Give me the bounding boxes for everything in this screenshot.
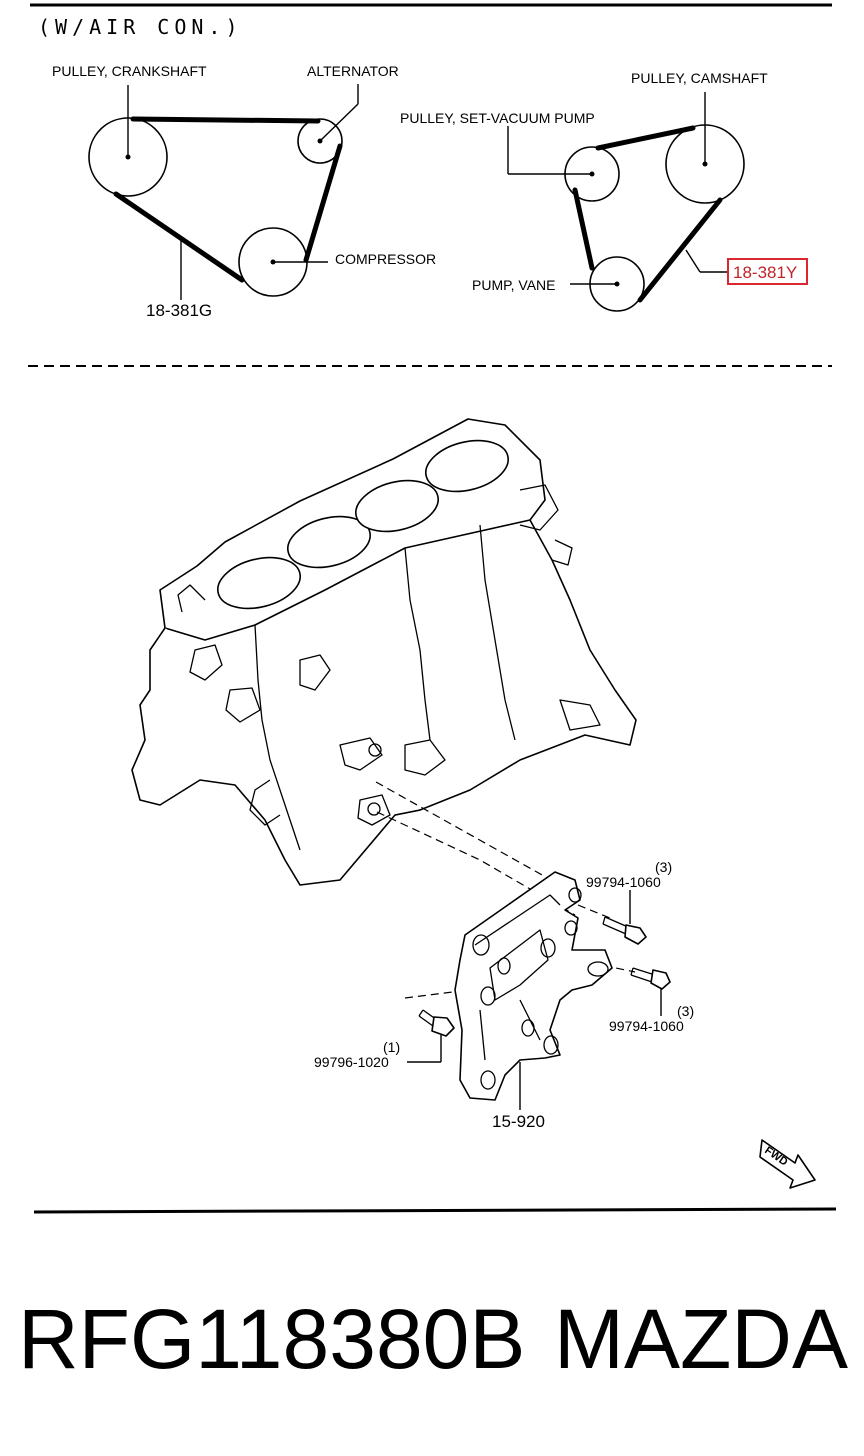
caption-part-number: RFG118380B (18, 1292, 525, 1386)
right-belt-part-number: 18-381Y (733, 263, 797, 282)
bolt-right-part-number: 99794-1060 (609, 1018, 684, 1034)
bolt-top-part-number: 99794-1060 (586, 874, 661, 890)
header-title: (W/AIR CON.) (38, 15, 243, 39)
belt-segment (637, 197, 723, 303)
bolt-left-part-number: 99796-1020 (314, 1054, 389, 1070)
belt-layout-right: PULLEY, CAMSHAFT PULLEY, SET-VACUUM PUMP… (400, 70, 808, 312)
highlight-box (727, 258, 808, 285)
bolt-top-qty: (3) (655, 859, 672, 875)
cylinder-bore (425, 439, 509, 493)
belt-segment (113, 191, 245, 283)
belt-segment (595, 125, 696, 151)
cylinder-bore (355, 479, 439, 533)
belt-layout-left: PULLEY, CRANKSHAFT ALTERNATOR COMPRESSOR… (52, 63, 436, 320)
engine-block (131, 418, 637, 886)
bolt-left-qty: (1) (383, 1039, 400, 1055)
camshaft-label: PULLEY, CAMSHAFT (631, 70, 768, 86)
vane-pump-label: PUMP, VANE (472, 277, 556, 293)
crankshaft-label: PULLEY, CRANKSHAFT (52, 63, 207, 79)
bolt-right-qty: (3) (677, 1003, 694, 1019)
alternator-label: ALTERNATOR (307, 63, 399, 79)
bolt-right (630, 967, 671, 990)
left-belt-part-number: 18-381G (146, 301, 212, 320)
assembly-line (577, 904, 611, 919)
bracket-part-number: 15-920 (492, 1112, 545, 1131)
bracket-assembly (454, 871, 613, 1101)
fwd-arrow-icon: FWD (759, 1139, 816, 1189)
compressor-label: COMPRESSOR (335, 251, 436, 267)
bolt-left (418, 1009, 455, 1037)
belt-segment (572, 187, 595, 271)
bottom-border (33, 1207, 837, 1214)
assembly-line (375, 781, 561, 886)
cylinder-bore (287, 515, 371, 569)
caption-brand: MAZDA (554, 1292, 848, 1386)
belt-segment (130, 116, 321, 124)
bolt-top (602, 916, 647, 945)
cylinder-bore (217, 556, 301, 610)
belt-segment (303, 143, 343, 263)
vacuum-pump-label: PULLEY, SET-VACUUM PUMP (400, 110, 595, 126)
